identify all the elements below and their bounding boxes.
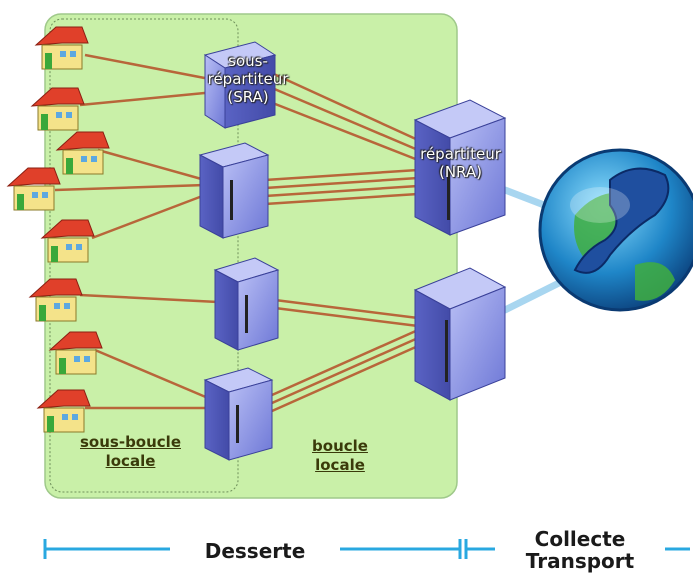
street-cabinet-3: [203, 367, 274, 461]
street-cabinet-2: [213, 257, 280, 351]
sous-boucle-locale-label: sous-boucle locale: [80, 433, 181, 470]
house-icon: [34, 26, 89, 70]
nra-server: [413, 99, 507, 236]
collecte-transport-label: Collecte Transport: [495, 528, 665, 572]
house-icon: [36, 389, 91, 433]
boucle-locale-label: boucle locale: [312, 437, 368, 474]
street-cabinet-1: [198, 142, 270, 239]
house-icon: [28, 278, 83, 322]
sra-server: [203, 41, 277, 129]
desserte-label: Desserte: [170, 540, 340, 562]
house-icon: [6, 167, 61, 211]
nra-label: répartiteur (NRA): [420, 145, 501, 181]
house-icon: [40, 219, 95, 263]
house-icon: [48, 331, 103, 375]
nra-server-lower: [413, 267, 507, 401]
sra-label: sous- répartiteur (SRA): [207, 52, 289, 106]
globe-phone-icon: [538, 148, 693, 312]
houses: [6, 26, 110, 433]
copper-lines: [54, 53, 419, 413]
house-icon: [55, 131, 110, 175]
house-icon: [30, 87, 85, 131]
